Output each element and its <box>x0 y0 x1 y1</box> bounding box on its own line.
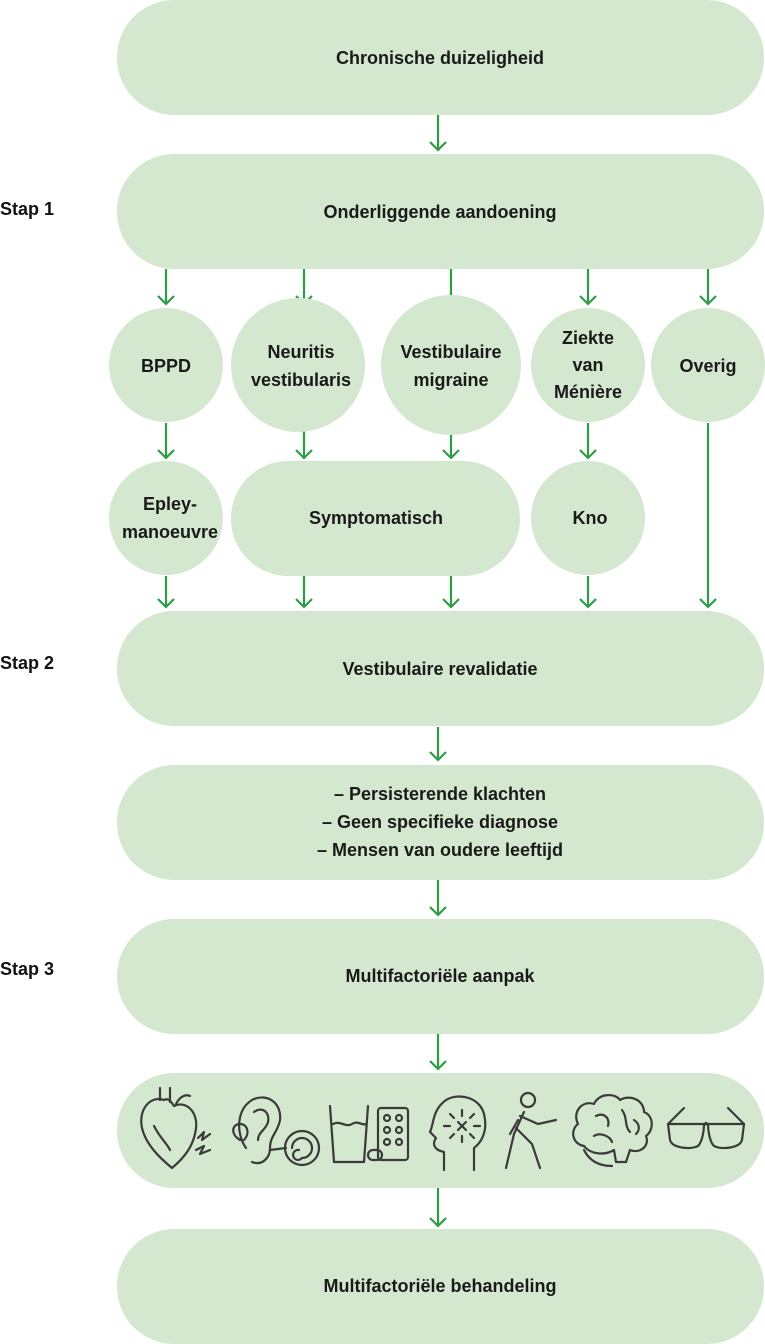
brain-icon <box>572 1094 653 1168</box>
node-vestibular-rehab-label: Vestibulaire revalidatie <box>342 659 537 679</box>
node-meniere <box>531 308 645 422</box>
node-underlying-condition-label: Onderliggende aandoening <box>323 202 556 222</box>
node-epley-line2: manoeuvre <box>122 522 218 542</box>
node-overig <box>651 308 765 422</box>
node-chronic-dizziness-label: Chronische duizeligheid <box>336 48 544 68</box>
ear-icon <box>232 1096 321 1167</box>
node-epley-line1: Epley- <box>143 494 197 514</box>
node-meniere-line2: van <box>572 355 603 375</box>
node-kno <box>531 461 645 575</box>
step-3-label: Stap 3 <box>0 959 54 979</box>
node-symptomatic <box>231 461 520 576</box>
node-underlying-condition <box>117 154 764 269</box>
node-overig-label: Overig <box>679 356 736 376</box>
node-symptomatic-label: Symptomatisch <box>309 508 443 528</box>
node-meniere-line3: Ménière <box>554 382 622 402</box>
node-neuritis-line2: vestibularis <box>251 370 351 390</box>
node-bppd <box>109 308 223 422</box>
node-neuritis-line1: Neuritis <box>267 342 334 362</box>
node-chronic-dizziness <box>117 0 764 115</box>
condition-persistent: – Persisterende klachten <box>334 784 546 804</box>
node-migraine-line1: Vestibulaire <box>400 342 501 362</box>
node-vestibular-rehab <box>117 611 764 726</box>
walking-person-icon <box>504 1091 558 1170</box>
step-2-label: Stap 2 <box>0 653 54 673</box>
node-bppd-label: BPPD <box>141 356 191 376</box>
step-1-label: Stap 1 <box>0 199 54 219</box>
condition-older-age: – Mensen van oudere leeftijd <box>317 840 563 860</box>
head-icon <box>428 1095 487 1172</box>
node-multifactorial-treatment-label: Multifactoriële behandeling <box>323 1276 556 1296</box>
node-conditions <box>117 765 764 880</box>
heart-icon <box>140 1086 212 1170</box>
node-multifactorial-approach <box>117 919 764 1034</box>
node-kno-label: Kno <box>573 508 608 528</box>
medication-icon <box>328 1104 410 1164</box>
node-neuritis <box>231 298 365 432</box>
node-migraine <box>381 295 521 435</box>
condition-no-diagnosis: – Geen specifieke diagnose <box>322 812 558 832</box>
node-epley <box>109 461 223 575</box>
node-icons <box>117 1073 764 1188</box>
glasses-icon <box>666 1106 746 1150</box>
node-migraine-line2: migraine <box>413 370 488 390</box>
node-meniere-line1: Ziekte <box>562 328 614 348</box>
node-multifactorial-approach-label: Multifactoriële aanpak <box>345 966 535 986</box>
node-multifactorial-treatment <box>117 1229 764 1344</box>
